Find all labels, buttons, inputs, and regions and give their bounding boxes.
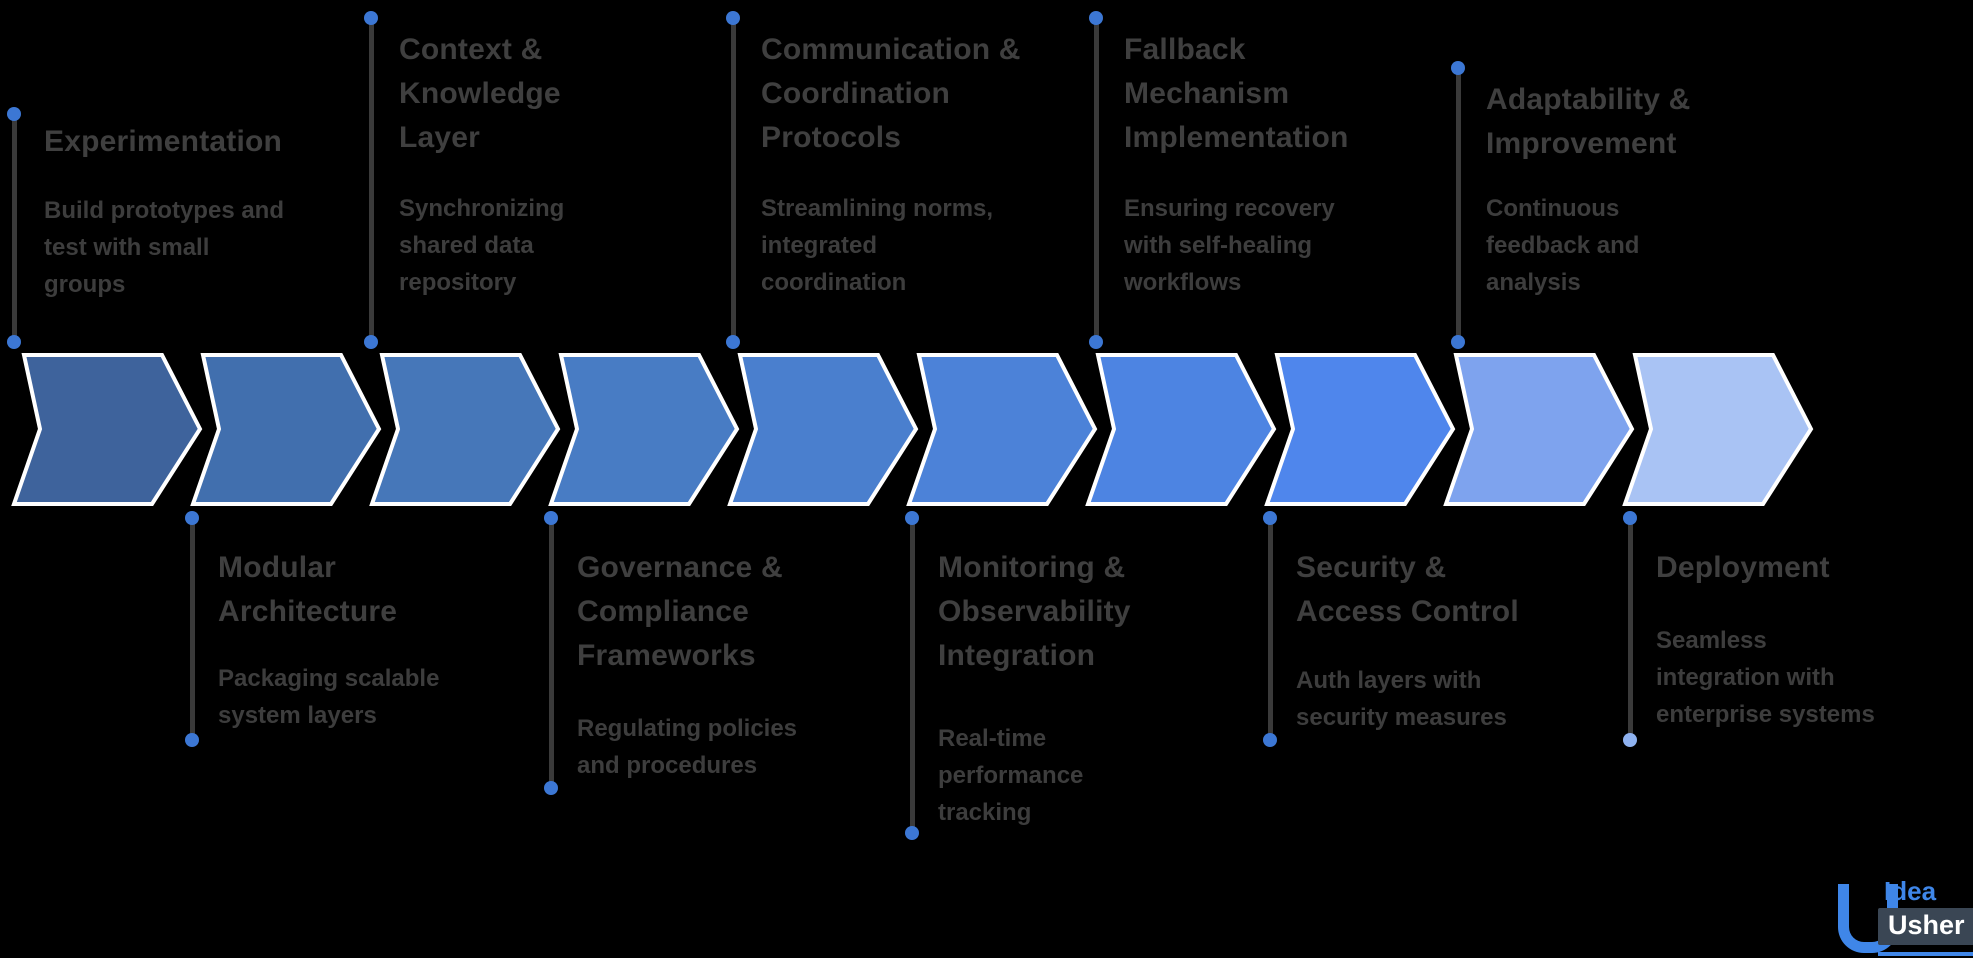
connector-line xyxy=(12,114,17,342)
connector-line xyxy=(549,518,554,788)
step-description: Continuous feedback and analysis xyxy=(1486,195,1640,296)
connector-line xyxy=(1628,518,1633,740)
brand-underline xyxy=(1878,952,1973,956)
step-description: Synchronizing shared data repository xyxy=(399,195,565,296)
timeline-dot xyxy=(1263,511,1277,525)
chevron-arrow xyxy=(548,353,740,506)
chevron-arrow xyxy=(190,353,382,506)
timeline-dot xyxy=(364,335,378,349)
step-description: Seamless integration with enterprise sys… xyxy=(1656,627,1875,728)
step-description: Real-time performance tracking xyxy=(938,725,1084,826)
timeline-dot xyxy=(364,11,378,25)
step-title: Security & Access Control xyxy=(1296,551,1519,628)
chevron-arrow xyxy=(906,353,1098,506)
step-title: Governance & Compliance Frameworks xyxy=(577,551,783,672)
timeline-dot xyxy=(544,511,558,525)
connector-line xyxy=(1268,518,1273,740)
timeline-dot xyxy=(7,335,21,349)
step-description: Auth layers with security measures xyxy=(1296,667,1507,731)
step-description: Ensuring recovery with self-healing work… xyxy=(1124,195,1335,296)
step-description: Build prototypes and test with small gro… xyxy=(44,197,284,298)
step-title: Deployment xyxy=(1656,551,1830,584)
step-title: Monitoring & Observability Integration xyxy=(938,551,1131,672)
timeline-dot xyxy=(1263,733,1277,747)
chevron-arrow xyxy=(369,353,561,506)
connector-line xyxy=(1094,18,1099,342)
chevron-arrow-band xyxy=(0,352,1830,508)
step-description: Streamlining norms, integrated coordinat… xyxy=(761,195,994,296)
timeline-dot xyxy=(1451,335,1465,349)
step-title: Experimentation xyxy=(44,125,283,158)
timeline-dot xyxy=(1089,11,1103,25)
brand-name-top: Idea xyxy=(1884,876,1937,906)
timeline-dot xyxy=(544,781,558,795)
step-title: Adaptability & Improvement xyxy=(1486,83,1691,160)
step-title: Communication & Coordination Protocols xyxy=(761,33,1021,154)
brand-name-bottom: Usher xyxy=(1878,908,1973,945)
timeline-dot xyxy=(185,511,199,525)
timeline-dot xyxy=(185,733,199,747)
connector-line xyxy=(190,518,195,740)
timeline-dot xyxy=(1089,335,1103,349)
brand-logo: Idea Usher xyxy=(1838,876,1973,958)
step-description: Regulating policies and procedures xyxy=(577,715,798,779)
timeline-dot xyxy=(1451,61,1465,75)
timeline-dot xyxy=(905,826,919,840)
connector-line xyxy=(1456,68,1461,342)
timeline-dot xyxy=(1623,511,1637,525)
timeline-dot xyxy=(7,107,21,121)
chevron-arrow xyxy=(1443,353,1635,506)
step-title: Context & Knowledge Layer xyxy=(399,33,561,154)
timeline-dot xyxy=(905,511,919,525)
step-title: Modular Architecture xyxy=(218,551,398,628)
timeline-dot xyxy=(1623,733,1637,747)
chevron-arrow xyxy=(1622,353,1814,506)
connector-line xyxy=(369,18,374,342)
connector-line xyxy=(910,518,915,833)
chevron-arrow xyxy=(1085,353,1277,506)
timeline-dot xyxy=(726,11,740,25)
chevron-arrow xyxy=(11,353,203,506)
step-description: Packaging scalable system layers xyxy=(218,665,440,729)
chevron-arrow xyxy=(1264,353,1456,506)
timeline-dot xyxy=(726,335,740,349)
connector-line xyxy=(731,18,736,342)
chevron-arrow xyxy=(727,353,919,506)
step-title: Fallback Mechanism Implementation xyxy=(1124,33,1349,154)
